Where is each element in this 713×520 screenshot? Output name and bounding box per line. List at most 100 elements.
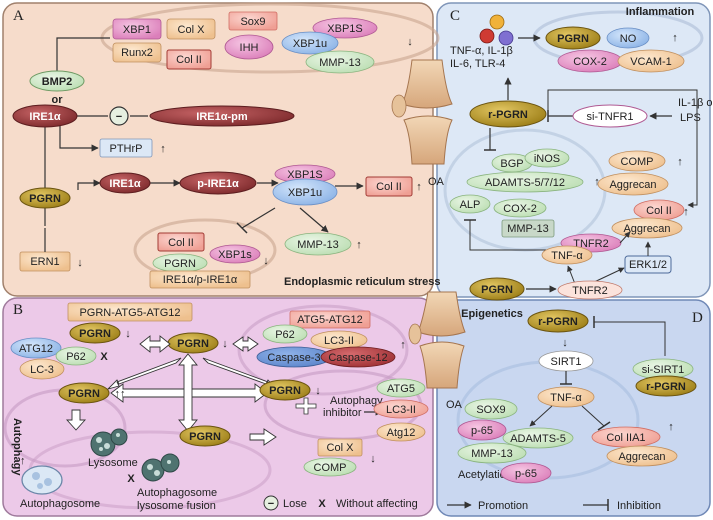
runx2-node [112, 42, 162, 63]
hollow-arrow-icon [249, 428, 277, 446]
pgrn-left-arrow: ↑↑ [115, 388, 126, 400]
sox9-label-d: SOX9 [476, 404, 505, 416]
mmp13-node-c [501, 219, 555, 238]
cytokine-icon [498, 30, 514, 46]
colii-node-3 [157, 232, 205, 252]
tnfa-node-d [537, 386, 595, 408]
atg12-label: ATG12 [19, 343, 53, 355]
xbp1u-label-2: XBP1u [288, 187, 322, 199]
pgrn-center-label: PGRN [177, 338, 209, 350]
adamts5-label: ADAMTS-5 [510, 433, 566, 445]
aggrecan-label-c: Aggrecan [609, 179, 656, 191]
xbp1s-label: XBP1S [327, 23, 362, 35]
bmp2-to-group-line [56, 37, 110, 72]
er-stress-label: Endoplasmic reticulum stress [284, 276, 441, 288]
fusion-label-line1: Autophagosome [137, 487, 217, 499]
pgrn-node [19, 187, 71, 209]
r-pgrn-label-d: r-PGRN [538, 316, 578, 328]
tnfr2-node-2 [557, 280, 623, 300]
si-tnfr1-label: si-TNFR1 [586, 111, 633, 123]
lose-symbol: − [116, 111, 122, 123]
alp-node [449, 194, 491, 214]
atg12-node [10, 337, 62, 359]
legend-lose-label: Lose [283, 498, 307, 510]
atg5-label: ATG5 [387, 383, 415, 395]
r-pgrn-label: r-PGRN [488, 109, 528, 121]
panel-a-content: XBP1 Col X Sox9 XBP1S Runx2 IHH XBP1u ↓ … [12, 11, 441, 289]
pgrn-to-ire1a-arrow [77, 179, 101, 190]
atg5-atg12-label: ATG5-ATG12 [297, 314, 363, 326]
pgrn-node-c2 [469, 277, 525, 301]
caspase12-node [320, 346, 396, 368]
fusion-x-mark: X [127, 473, 135, 485]
panel-d-content: Epigenetics r-PGRN ↓ SIRT1 si-SIRT1 r-PG… [447, 308, 697, 512]
pgrn-label-c2: PGRN [481, 284, 513, 296]
bmp2-node [29, 70, 85, 92]
legend-promotion-label: Promotion [478, 500, 528, 512]
double-arrow-icon [106, 357, 182, 390]
ihh-label: IHH [240, 42, 259, 54]
xbp1u-label: XBP1u [293, 38, 327, 50]
vcam1-label: VCAM-1 [630, 56, 672, 68]
p65-node-2 [500, 462, 552, 484]
bottom-group-arrow: ↓ [263, 255, 269, 267]
mmp13-node-2 [284, 232, 352, 256]
autophagy-side-label: Autophagy [11, 418, 23, 476]
legend-inhibition-label: Inhibition [617, 500, 661, 512]
p65-node [457, 419, 507, 441]
pgrn-right-node [259, 379, 311, 401]
tnfa-to-adamts5-arrow [529, 405, 553, 427]
acetylation-label: Acetylation [458, 469, 512, 481]
aggrecan-node-d [606, 445, 678, 467]
ire1a-node-2 [99, 172, 151, 194]
panel-b-content: PGRN-ATG5-ATG12 PGRN ↓ ATG12 P62 X LC-3 … [10, 302, 429, 512]
fusion-icon [141, 453, 180, 482]
pgrn-node-c1 [545, 26, 601, 50]
comp-label-c: COMP [621, 156, 654, 168]
p62-x-mark: X [100, 351, 108, 363]
p65-label: p-65 [471, 425, 493, 437]
panel-c-letter: C [450, 8, 460, 24]
colx-node [166, 18, 216, 40]
cox2-label-2: COX-2 [503, 203, 537, 215]
mid-up-arrow: ↑ [594, 176, 600, 188]
mmp13-label: MMP-13 [319, 57, 361, 69]
no-label: NO [620, 33, 637, 45]
xbp1s-label-3: XBP1s [218, 249, 252, 261]
tnfr2-to-aggrecan-arrow [619, 231, 631, 244]
pgrn-bottom-label: PGRN [189, 431, 221, 443]
no-node [606, 27, 650, 49]
lc3ii-label: LC3-II [324, 335, 354, 347]
double-arrow-icon [139, 335, 171, 353]
pgrn-right-arrow: ↓ [315, 385, 321, 397]
comp-node-b [303, 457, 357, 477]
xbp1u-node-2 [272, 178, 338, 206]
cytokines-line1: TNF-α, IL-1β [450, 45, 513, 57]
adamts-node [466, 171, 584, 193]
alp-label: ALP [460, 199, 481, 211]
sox9-node-d [464, 398, 518, 420]
panel-d-letter: D [692, 310, 703, 326]
knee-joint-icon [391, 59, 453, 165]
colii-a1-up-arrow: ↑ [668, 421, 674, 433]
tnfr2-label: TNFR2 [573, 238, 608, 250]
si-sirt1-label: si-SIRT1 [642, 364, 685, 376]
comp-node-c [608, 150, 666, 172]
pgrn-label-3: PGRN [164, 258, 196, 270]
membrane-ellipse [237, 304, 409, 396]
colii-a1-label: Col IIA1 [606, 432, 645, 444]
colii-label-2: Col II [376, 181, 402, 193]
tnfa-inhibit-colii [581, 405, 605, 427]
erk-label: ERK1/2 [629, 259, 667, 271]
atg12-node-2 [376, 422, 426, 442]
pgrn-left-node [58, 382, 110, 404]
pgrn-label-b1: PGRN [79, 328, 111, 340]
oa-label-c: OA [428, 176, 445, 188]
ern1-arrow: ↓ [77, 257, 83, 269]
ire1a-p-ire1a-node [149, 270, 251, 289]
pgrn-center-arrow: ↓ [222, 338, 228, 350]
ern1-label: ERN1 [30, 256, 59, 268]
inhibit-bar [236, 222, 248, 234]
sirt1-label: SIRT1 [551, 356, 582, 368]
